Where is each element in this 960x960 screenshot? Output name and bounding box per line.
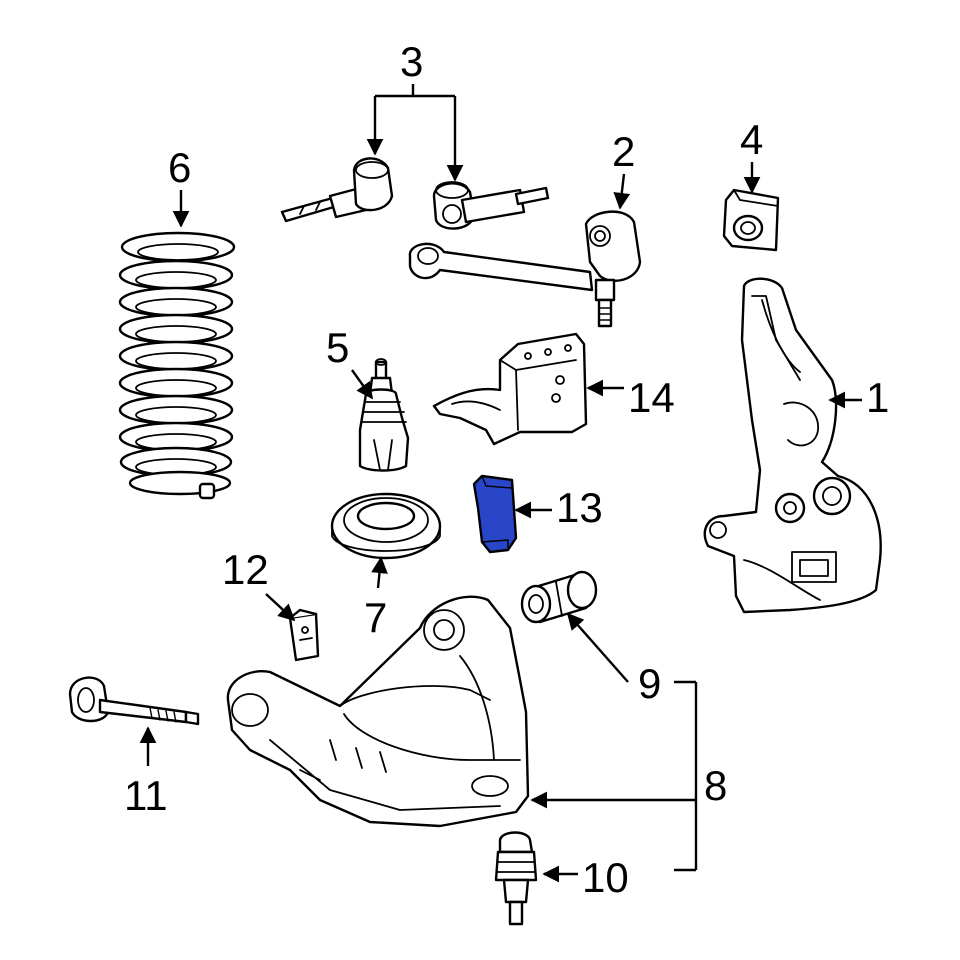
callout-2-leader bbox=[613, 173, 631, 210]
callout-7-label: 7 bbox=[364, 594, 387, 641]
highlighted-part-13[interactable] bbox=[472, 474, 518, 554]
callout-8-label: 8 bbox=[704, 762, 727, 809]
callout-11: 11 bbox=[124, 726, 168, 819]
callout-2: 2 bbox=[612, 128, 635, 210]
callout-3: 3 bbox=[366, 38, 464, 182]
steering-knuckle-part[interactable] bbox=[703, 277, 882, 614]
callout-9: 9 bbox=[566, 612, 696, 707]
callout-12-label: 12 bbox=[222, 546, 269, 593]
control-arm-bushing-part[interactable] bbox=[520, 570, 598, 624]
callout-9-leader bbox=[566, 612, 629, 683]
callout-10-label: 10 bbox=[582, 854, 629, 901]
callout-9-label: 9 bbox=[638, 660, 661, 707]
callout-7: 7 bbox=[364, 556, 388, 641]
callout-1: 1 bbox=[828, 374, 889, 421]
callout-6-label: 6 bbox=[168, 144, 191, 191]
bracket-clip-part[interactable] bbox=[288, 608, 320, 662]
callout-14-label: 14 bbox=[628, 374, 675, 421]
tie-rod-end-right-part[interactable] bbox=[432, 181, 550, 230]
lower-control-arm-part[interactable] bbox=[226, 595, 530, 828]
callout-4: 4 bbox=[740, 116, 763, 194]
callout-5-label: 5 bbox=[326, 324, 349, 371]
callout-12: 12 bbox=[222, 546, 296, 622]
coil-spring-part[interactable] bbox=[118, 231, 236, 500]
callout-3-label: 3 bbox=[400, 38, 423, 85]
callout-13-label: 13 bbox=[556, 484, 603, 531]
callout-10: 10 bbox=[542, 854, 696, 901]
callout-5: 5 bbox=[326, 324, 373, 400]
callout-1-label: 1 bbox=[866, 374, 889, 421]
shield-bracket-part[interactable] bbox=[432, 332, 588, 446]
callout-6: 6 bbox=[168, 144, 191, 228]
tie-rod-end-left-part[interactable] bbox=[280, 157, 394, 223]
callout-13: 13 bbox=[514, 484, 603, 531]
callout-4-label: 4 bbox=[740, 116, 763, 163]
callout-12-leader bbox=[265, 593, 296, 622]
callout-5-leader bbox=[351, 369, 373, 400]
spring-insulator-part[interactable] bbox=[330, 492, 442, 560]
upper-control-arm-part[interactable] bbox=[408, 210, 642, 328]
callout-11-label: 11 bbox=[124, 772, 168, 819]
lower-ball-joint-part[interactable] bbox=[494, 831, 538, 926]
bump-stop-part[interactable] bbox=[722, 188, 780, 252]
callout-2-label: 2 bbox=[612, 128, 635, 175]
callout-14: 14 bbox=[586, 374, 675, 421]
callout-8: 8 bbox=[530, 682, 727, 870]
cam-bolt-part[interactable] bbox=[68, 676, 200, 726]
upper-ball-joint-part[interactable] bbox=[358, 358, 410, 472]
callout-7-leader bbox=[371, 556, 388, 589]
